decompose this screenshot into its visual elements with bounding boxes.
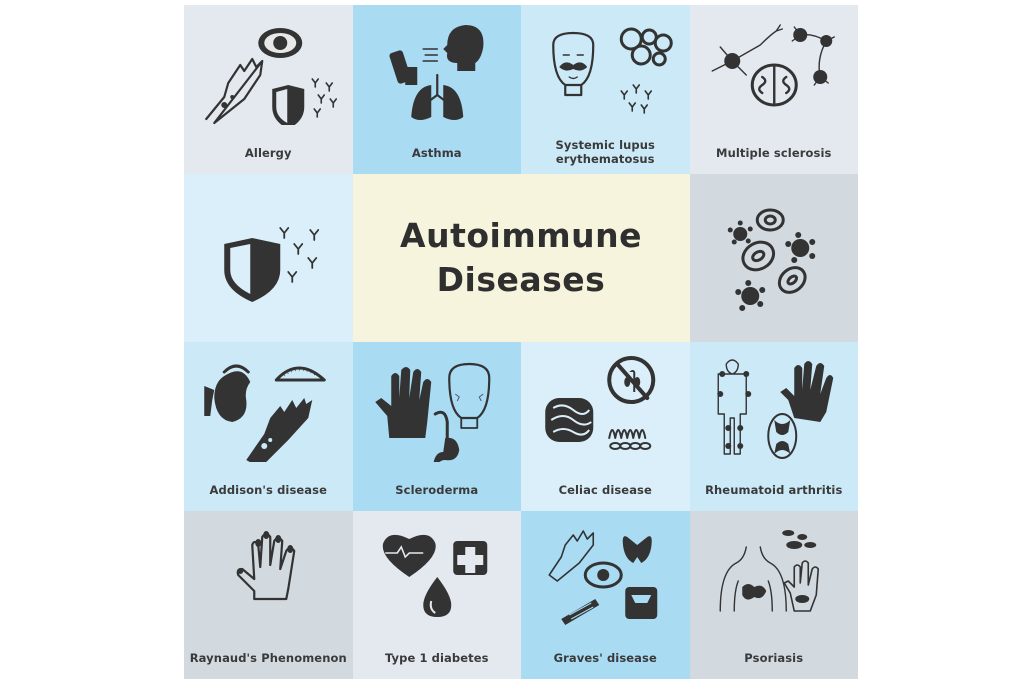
cell-label: Allergy xyxy=(244,145,292,160)
cells-cluster-icon xyxy=(619,27,673,67)
lungs-icon xyxy=(410,73,463,120)
adrenal-gland-icon xyxy=(274,366,326,382)
skin-flakes-icon xyxy=(781,529,816,549)
no-gluten-icon xyxy=(607,356,656,404)
cell-label: Celiac disease xyxy=(558,482,652,497)
title-panel: Autoimmune Diseases xyxy=(352,173,690,342)
antibodies-icon xyxy=(311,78,338,118)
brain-icon xyxy=(750,63,798,107)
neurons-icon xyxy=(711,24,835,86)
page-title: Autoimmune Diseases xyxy=(400,214,642,302)
immune-cells-illustration xyxy=(727,208,815,311)
cell-celiac: Celiac disease xyxy=(521,342,690,511)
immune-shield-illustration xyxy=(224,226,320,302)
kidney-adrenal-icon xyxy=(204,364,251,422)
cell-rheumatoid-arthritis: Rheumatoid arthritis xyxy=(689,342,858,511)
hand-outline-icon xyxy=(236,530,296,600)
blood-drop-icon xyxy=(422,576,451,617)
cell-graves: Graves' disease xyxy=(521,510,690,679)
title-line-2: Diseases xyxy=(436,259,606,299)
eye-icon xyxy=(258,28,303,58)
villi-icon xyxy=(608,429,652,450)
psoriasis-illustration xyxy=(719,529,819,612)
ms-illustration xyxy=(711,24,835,107)
cell-label: Graves' disease xyxy=(553,651,657,665)
cell-label: Addison's disease xyxy=(209,482,328,497)
scleroderma-illustration xyxy=(374,362,490,462)
scale-icon xyxy=(625,586,658,619)
body-joints-icon xyxy=(716,359,751,455)
face-butterfly-rash-icon xyxy=(552,31,595,97)
asthma-illustration xyxy=(388,25,483,120)
hand-icon xyxy=(779,361,833,422)
inhaler-icon xyxy=(388,50,417,85)
hand-pigment-icon xyxy=(246,398,313,462)
blood-cells-icon xyxy=(740,208,807,294)
viruses-icon xyxy=(727,220,815,311)
cell-type1-diabetes: Type 1 diabetes xyxy=(352,510,521,679)
cell-multiple-sclerosis: Multiple sclerosis xyxy=(689,5,858,174)
cell-immune-cells xyxy=(689,173,858,342)
joint-icon xyxy=(766,413,797,459)
hand-rash-icon xyxy=(205,57,264,125)
shield-icon xyxy=(272,85,305,125)
title-line-1: Autoimmune xyxy=(400,215,642,255)
cell-asthma: Asthma xyxy=(352,5,521,174)
antibodies-icon xyxy=(279,226,320,283)
diabetes-illustration xyxy=(382,534,487,617)
antibodies-icon xyxy=(620,84,653,114)
shield-icon xyxy=(224,237,281,302)
eye-icon xyxy=(583,561,623,588)
lupus-illustration xyxy=(552,27,673,114)
head-breathing-icon xyxy=(421,25,483,71)
hand-plaques-icon xyxy=(782,559,819,612)
torso-plaques-icon xyxy=(719,545,787,612)
cell-allergy: Allergy xyxy=(184,5,353,174)
shaking-hand-icon xyxy=(548,529,595,582)
cell-label: Asthma xyxy=(411,145,462,160)
cell-scleroderma: Scleroderma xyxy=(352,342,521,511)
raynauds-illustration xyxy=(236,530,296,600)
label-line-1: Systemic lupus xyxy=(555,137,655,152)
cell-label: Type 1 diabetes xyxy=(384,651,489,665)
celiac-illustration xyxy=(545,356,656,450)
cell-label: Rheumatoid arthritis xyxy=(705,482,843,497)
allergy-illustration xyxy=(205,28,338,125)
cell-label: Scleroderma xyxy=(395,482,479,497)
cell-raynauds: Raynaud's Phenomenon xyxy=(184,510,353,679)
addisons-illustration xyxy=(204,364,326,462)
medical-cross-icon xyxy=(452,540,487,575)
cell-label: Psoriasis xyxy=(744,651,804,665)
cell-label: Raynaud's Phenomenon xyxy=(189,651,347,665)
muscle-icon xyxy=(561,598,600,625)
face-skin-icon xyxy=(447,362,490,429)
heart-pulse-icon xyxy=(382,534,436,577)
esophagus-stomach-icon xyxy=(433,410,459,462)
cell-immune-shield xyxy=(184,173,353,342)
cell-psoriasis: Psoriasis xyxy=(689,510,858,679)
label-line-2: erythematosus xyxy=(555,151,655,166)
ra-illustration xyxy=(716,359,833,459)
cell-addisons: Addison's disease xyxy=(184,342,353,511)
thyroid-icon xyxy=(622,535,652,563)
intestine-icon xyxy=(545,398,594,442)
cell-label: Multiple sclerosis xyxy=(716,145,832,160)
graves-illustration xyxy=(548,529,658,625)
hand-icon xyxy=(374,367,431,438)
